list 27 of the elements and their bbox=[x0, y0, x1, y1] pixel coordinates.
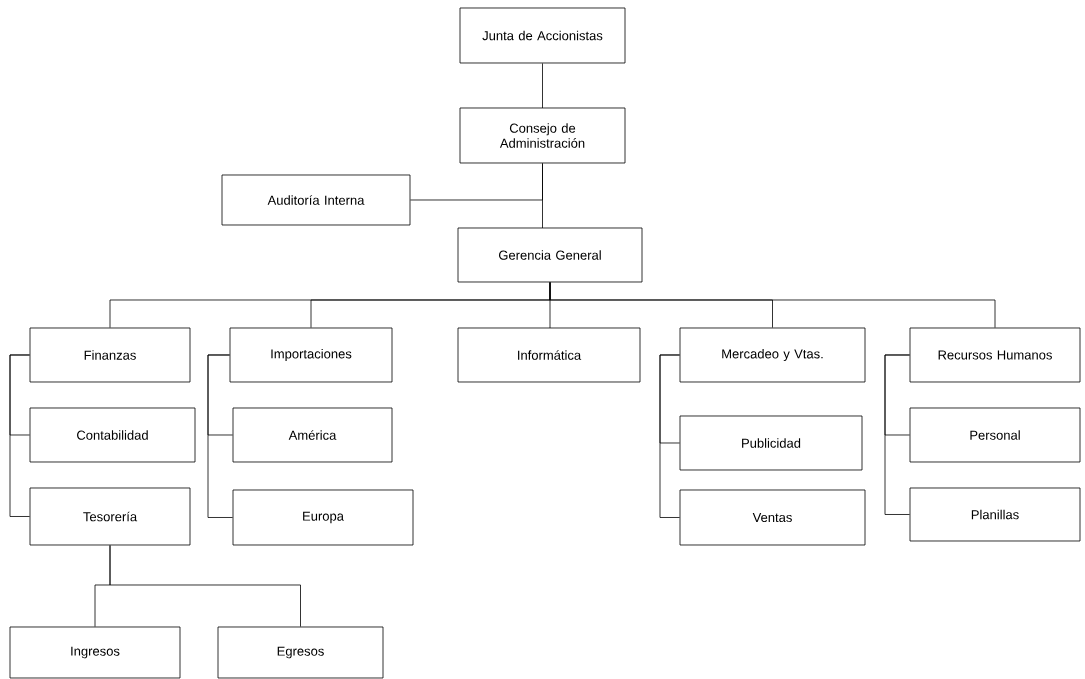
org-box: Recursos Humanos bbox=[909, 327, 1081, 383]
org-box: Importaciones bbox=[229, 327, 393, 383]
org-box: Ingresos bbox=[9, 626, 181, 679]
connector-line bbox=[109, 545, 301, 627]
org-box: Publicidad bbox=[679, 415, 863, 471]
org-box: Junta de Accionistas bbox=[459, 7, 626, 64]
org-box: Auditoría Interna bbox=[221, 174, 411, 226]
org-box: Finanzas bbox=[29, 327, 191, 383]
org-box: Informática bbox=[457, 327, 641, 383]
org-box: Gerencia General bbox=[457, 227, 643, 283]
org-box: Mercadeo y Vtas. bbox=[679, 327, 866, 383]
connector-line bbox=[9, 354, 30, 517]
connector-line bbox=[884, 354, 910, 515]
org-box: Consejo de Administración bbox=[459, 107, 626, 164]
connector-line bbox=[207, 354, 233, 518]
connector-line bbox=[542, 63, 543, 109]
org-box: América bbox=[232, 407, 393, 463]
org-box: Egresos bbox=[217, 626, 384, 679]
org-box: Personal bbox=[909, 407, 1081, 463]
org-box: Contabilidad bbox=[29, 407, 196, 463]
connector-line bbox=[410, 163, 543, 201]
org-box: Tesorería bbox=[29, 487, 191, 546]
org-box: Planillas bbox=[909, 487, 1081, 542]
connector-line bbox=[549, 282, 996, 328]
org-box: Europa bbox=[232, 489, 414, 546]
connector-line bbox=[659, 354, 680, 518]
org-box: Ventas bbox=[679, 489, 866, 546]
